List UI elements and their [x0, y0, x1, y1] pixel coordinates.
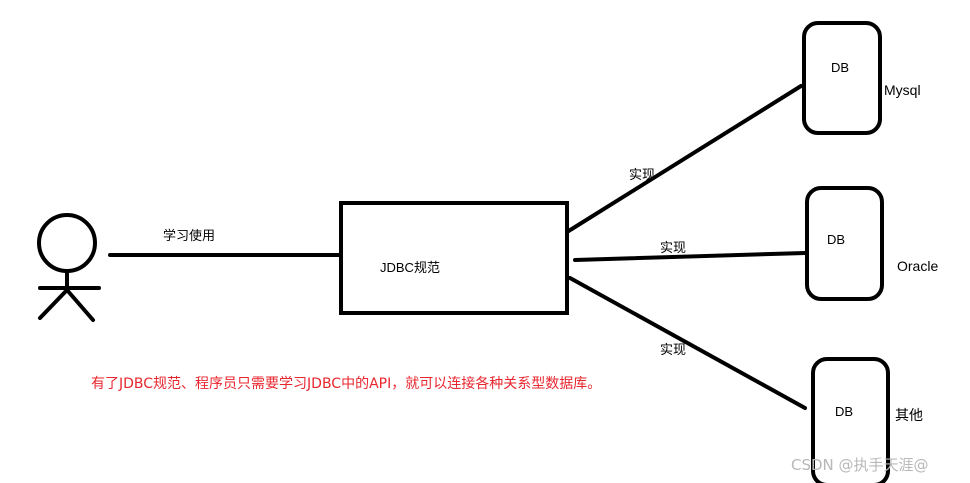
- db-name-mysql: Mysql: [884, 82, 921, 98]
- edge-oracle: [573, 251, 807, 262]
- user-edge-label: 学习使用: [163, 228, 215, 243]
- explanation-note: 有了JDBC规范、程序员只需要学习JDBC中的API，就可以连接各种关系型数据库…: [91, 375, 601, 392]
- db-box-label-mysql: DB: [831, 60, 849, 75]
- edge-mysql: [565, 84, 803, 234]
- db-name-other: 其他: [895, 407, 923, 423]
- db-box-oracle: [805, 186, 884, 301]
- edge-other: [568, 276, 807, 410]
- spec-box-label: JDBC规范: [380, 260, 440, 275]
- spec-box: [339, 201, 569, 315]
- edge-label-mysql: 实现: [629, 167, 655, 182]
- db-box-label-other: DB: [835, 404, 853, 419]
- db-name-oracle: Oracle: [897, 258, 938, 274]
- db-box-label-oracle: DB: [827, 232, 845, 247]
- watermark: CSDN @执手天涯@: [791, 456, 929, 474]
- db-box-other: [811, 357, 890, 483]
- db-box-mysql: [802, 21, 882, 135]
- edge-label-other: 实现: [660, 342, 686, 357]
- edge-label-oracle: 实现: [660, 240, 686, 255]
- stick-figure-icon: [37, 213, 101, 322]
